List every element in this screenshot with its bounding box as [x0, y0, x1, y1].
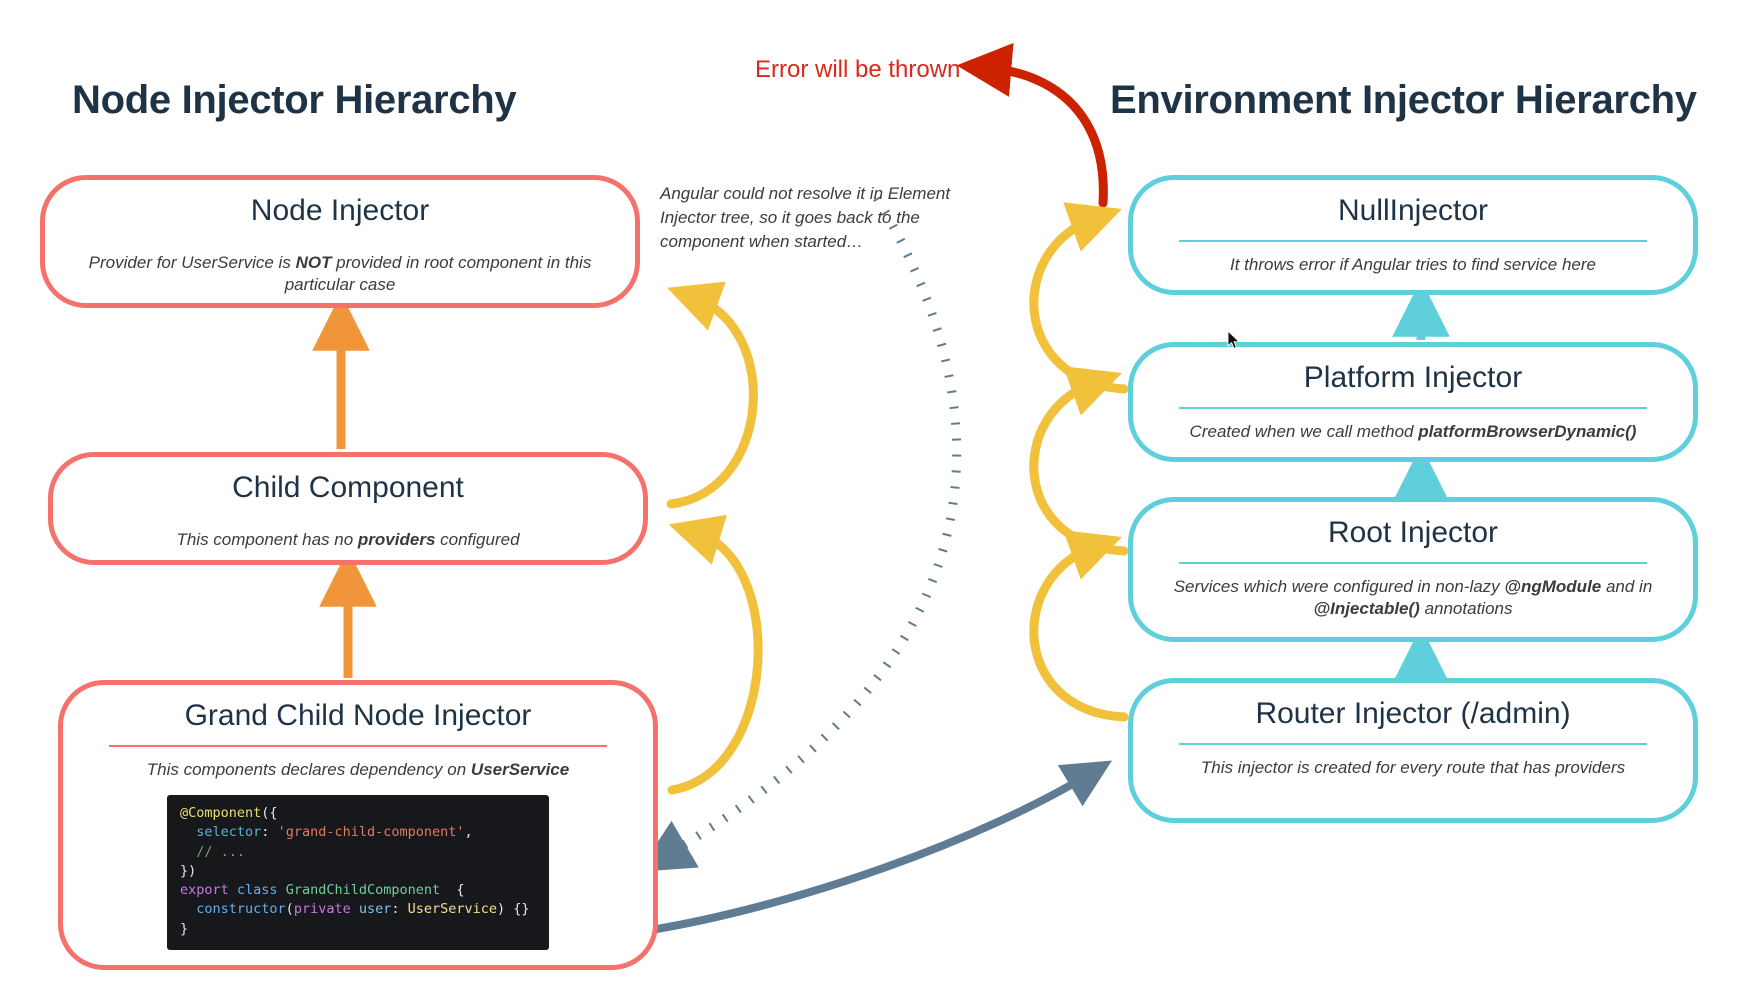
node-injector-hierarchy-title: Node Injector Hierarchy: [72, 78, 517, 122]
arrow-lookup-platform-injector: [1029, 366, 1129, 556]
arrow-fallback-dotted: [637, 195, 962, 872]
box-subtitle: It throws error if Angular tries to find…: [1230, 254, 1596, 274]
arrow-error-thrown: [956, 43, 1108, 208]
box-platform-injector[interactable]: Platform Injector Created when we call m…: [1128, 342, 1698, 462]
box-subtitle: Services which were configured in non-la…: [1173, 576, 1653, 618]
box-divider: [1179, 561, 1647, 564]
box-divider: [1179, 406, 1647, 409]
box-title: Node Injector: [250, 194, 430, 227]
box-null-injector[interactable]: NullInjector It throws error if Angular …: [1128, 175, 1698, 295]
box-divider: [1179, 742, 1647, 745]
box-child-component[interactable]: Child Component This component has no pr…: [48, 452, 648, 565]
resolution-note: Angular could not resolve it in Element …: [660, 184, 951, 252]
box-divider: [1179, 239, 1647, 242]
environment-injector-hierarchy-title: Environment Injector Hierarchy: [1110, 78, 1697, 122]
box-title: NullInjector: [1337, 194, 1489, 227]
box-subtitle: This injector is created for every route…: [1200, 757, 1626, 777]
box-title: Child Component: [232, 471, 464, 504]
box-title: Platform Injector: [1303, 361, 1523, 394]
arrow-lookup-null-injector: [1029, 202, 1129, 394]
box-title: Grand Child Node Injector: [184, 699, 532, 732]
mouse-pointer-icon: [1227, 330, 1241, 350]
box-title: Root Injector: [1327, 516, 1499, 549]
box-subtitle: This component has no providers configur…: [176, 529, 520, 549]
box-subtitle: Created when we call method platformBrow…: [1189, 421, 1637, 441]
arrow-component-to-router: [647, 760, 1112, 934]
arrow-lookup-root-injector: [1029, 530, 1129, 722]
box-grand-child-node-injector[interactable]: Grand Child Node Injector This component…: [58, 680, 658, 970]
box-title: Router Injector (/admin): [1255, 697, 1571, 730]
box-subtitle: This components declares dependency on U…: [146, 759, 570, 779]
code-snippet: @Component({ selector: 'grand-child-comp…: [167, 794, 549, 951]
box-root-injector[interactable]: Root Injector Services which were config…: [1128, 497, 1698, 642]
arrow-lookup-child-component: [667, 514, 763, 795]
error-will-be-thrown-label: Error will be thrown: [755, 56, 961, 83]
box-subtitle: Provider for UserService is NOT provided…: [88, 252, 592, 294]
box-router-injector[interactable]: Router Injector (/admin) This injector i…: [1128, 678, 1698, 823]
arrow-lookup-node-injector: [666, 281, 758, 509]
box-node-injector[interactable]: Node Injector Provider for UserService i…: [40, 175, 640, 308]
box-divider: [109, 744, 607, 747]
